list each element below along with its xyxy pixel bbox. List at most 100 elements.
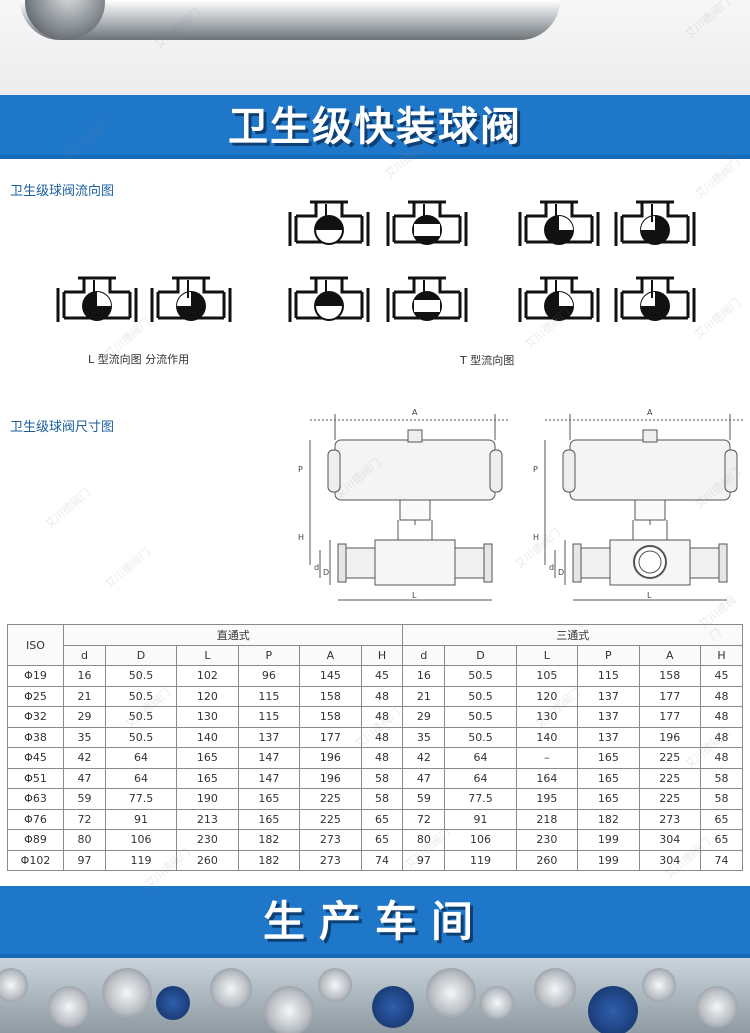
iso-cell: Φ63 (7, 788, 64, 810)
table-cell: 50.5 (444, 685, 517, 707)
dim-label-d-small-3way: d (549, 563, 554, 572)
iso-cell: Φ102 (7, 849, 64, 871)
iso-cell: Φ19 (7, 665, 64, 687)
dim-label-a: A (412, 408, 418, 417)
iso-cell: Φ76 (7, 808, 64, 830)
table-cell: 165 (176, 767, 239, 789)
iso-cell: Φ51 (7, 767, 64, 789)
iso-cell: Φ38 (7, 726, 64, 748)
table-cell: 48 (360, 685, 404, 707)
table-cell: 230 (515, 829, 579, 851)
table-cell: 147 (237, 767, 301, 789)
table-cell: 74 (700, 849, 743, 871)
table-cell: 105 (515, 665, 579, 687)
column-header: H (360, 644, 404, 666)
table-cell: 48 (700, 685, 743, 707)
table-cell: 50.5 (444, 726, 517, 748)
table-cell: 137 (577, 726, 640, 748)
dim-label-d-large-3way: D (558, 568, 564, 577)
table-cell: 35 (63, 726, 106, 748)
table-cell: 72 (63, 808, 106, 830)
table-cell: 97 (63, 849, 106, 871)
table-cell: 64 (104, 767, 178, 789)
table-cell: 50.5 (104, 665, 178, 687)
table-cell: 130 (515, 706, 579, 728)
table-cell: 48 (700, 726, 743, 748)
product-photo (0, 0, 750, 95)
table-cell: 140 (515, 726, 579, 748)
table-cell: 16 (402, 665, 446, 687)
workshop-valve-image (696, 986, 738, 1028)
dim-label-d-large: D (323, 568, 329, 577)
workshop-valve-image (372, 986, 414, 1028)
table-cell: 164 (515, 767, 579, 789)
table-cell: 225 (638, 767, 702, 789)
t-flow-diagram-5 (288, 276, 370, 322)
iso-header: ISO (7, 624, 64, 666)
table-cell: 130 (176, 706, 239, 728)
table-cell: 80 (63, 829, 106, 851)
table-cell: 77.5 (104, 788, 178, 810)
banner-title-workshop: 生产车间 (262, 897, 487, 946)
workshop-valve-image (102, 968, 152, 1018)
table-cell: 165 (577, 788, 640, 810)
table-cell: 47 (63, 767, 106, 789)
workshop-valve-image (210, 968, 252, 1010)
dim-label-h-3way: H (533, 533, 539, 542)
table-cell: 42 (402, 747, 446, 769)
table-cell: 65 (700, 829, 743, 851)
table-cell: 58 (700, 788, 743, 810)
table-cell: 35 (402, 726, 446, 748)
column-header: d (63, 644, 106, 666)
table-cell: 29 (402, 706, 446, 728)
table-cell: 115 (577, 665, 640, 687)
l-flow-diagram-2 (150, 276, 232, 322)
column-header: P (237, 644, 301, 666)
workshop-valve-image (318, 968, 352, 1002)
table-cell: 58 (360, 788, 404, 810)
workshop-valve-image (642, 968, 676, 1002)
table-cell: 50.5 (104, 726, 178, 748)
t-flow-diagram-4 (614, 200, 696, 246)
t-flow-diagram-3 (518, 200, 600, 246)
table-cell: 213 (176, 808, 239, 830)
table-cell: 225 (638, 747, 702, 769)
table-cell: 177 (638, 706, 702, 728)
table-cell: 50.5 (104, 685, 178, 707)
t-flow-diagram-1 (288, 200, 370, 246)
iso-cell: Φ25 (7, 685, 64, 707)
table-cell: 48 (360, 747, 404, 769)
table-cell: 21 (402, 685, 446, 707)
table-cell: 119 (104, 849, 178, 871)
table-cell: 177 (299, 726, 362, 748)
dim-label-h: H (298, 533, 304, 542)
l-flow-caption: L 型流向图 分流作用 (88, 353, 190, 366)
table-cell: 147 (237, 747, 301, 769)
table-cell: 45 (360, 665, 404, 687)
table-cell: 77.5 (444, 788, 517, 810)
iso-cell: Φ45 (7, 747, 64, 769)
table-cell: 165 (577, 747, 640, 769)
section-banner-product: 卫生级快装球阀 (0, 95, 750, 159)
dimension-section-label: 卫生级球阀尺寸图 (10, 420, 115, 435)
table-cell: 196 (638, 726, 702, 748)
table-cell: 158 (638, 665, 702, 687)
table-cell: 177 (638, 685, 702, 707)
column-header: A (299, 644, 362, 666)
workshop-valve-image (534, 968, 576, 1010)
table-cell: 195 (515, 788, 579, 810)
table-cell: 47 (402, 767, 446, 789)
table-cell: 145 (299, 665, 362, 687)
dim-label-l-3way: L (647, 591, 652, 600)
workshop-valve-image (156, 986, 190, 1020)
table-cell: 260 (176, 849, 239, 871)
table-cell: 106 (444, 829, 517, 851)
